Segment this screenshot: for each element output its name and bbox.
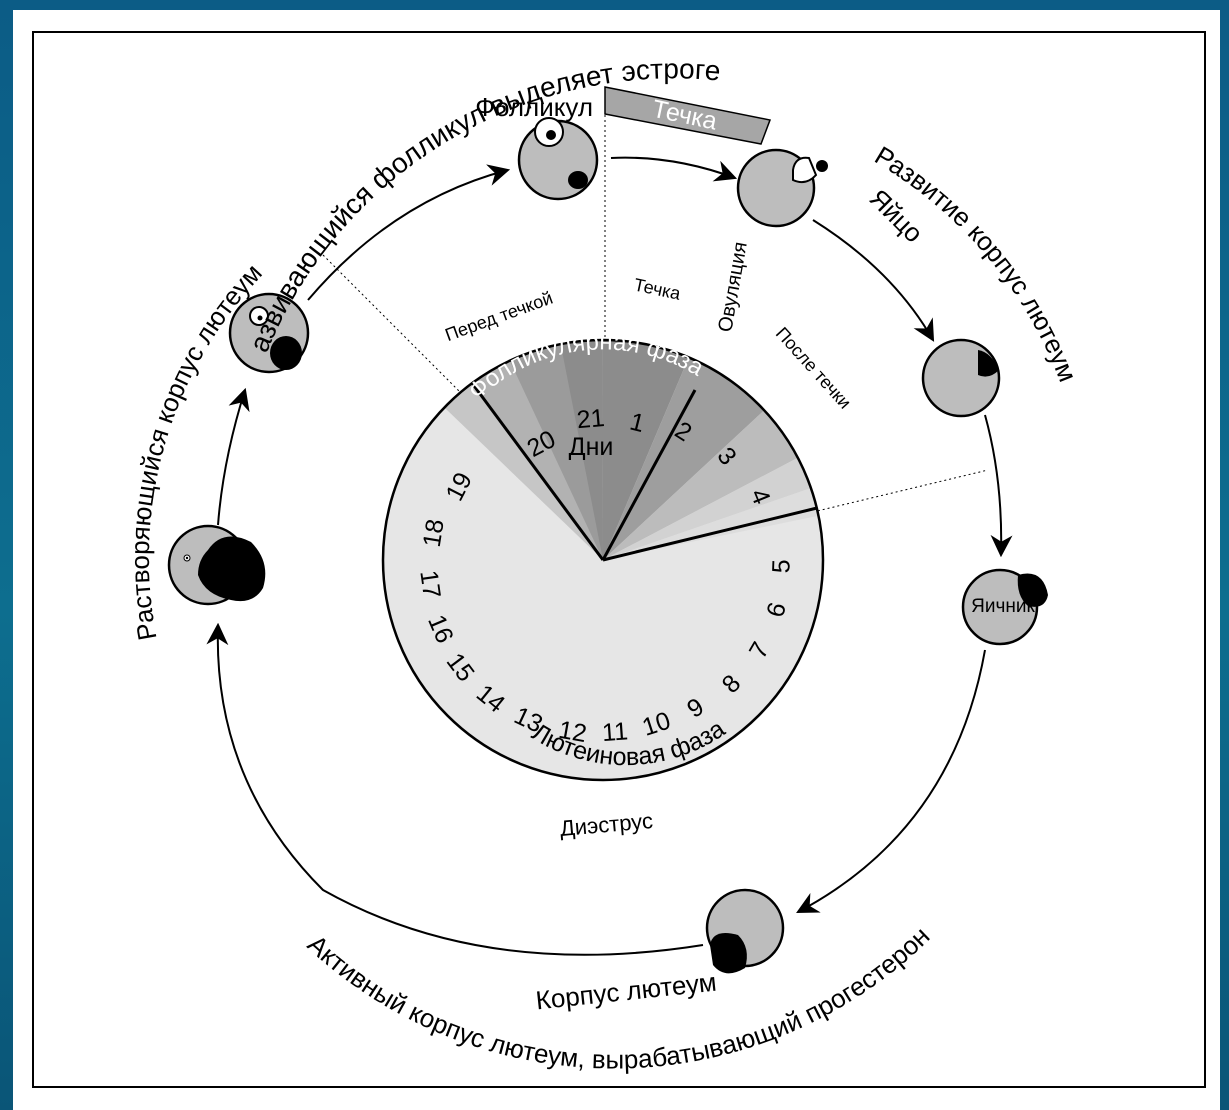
developing-cl-ovary bbox=[921, 338, 1001, 418]
developing-follicle-ovary bbox=[228, 292, 310, 374]
diestrus-label: Диэструс bbox=[559, 808, 654, 841]
boundary-line-c bbox=[602, 506, 818, 562]
day-number-11: 11 bbox=[601, 717, 629, 747]
cycle-pie bbox=[381, 338, 825, 782]
ovulating-ovary bbox=[736, 148, 828, 228]
arrow-to-active-cl bbox=[796, 649, 986, 914]
day-number-12: 12 bbox=[557, 716, 589, 748]
days-label: Дни bbox=[569, 433, 614, 461]
estrous-cycle-diagram: Фолликулярная фаза Лютеиновая фаза Дни 1… bbox=[13, 10, 1206, 1088]
proestrus-label: Перед течкой bbox=[442, 288, 555, 345]
developing-follicle-title: Развивающийся фолликул выделяет эстроген bbox=[13, 10, 722, 356]
estrus-label: Течка bbox=[632, 274, 683, 304]
estrus-sector bbox=[602, 339, 689, 560]
follicle-ovary bbox=[517, 117, 599, 201]
metestrus-sector-b bbox=[603, 457, 811, 560]
arrow-to-developing-cl bbox=[812, 219, 935, 342]
estrus-band: Течка bbox=[604, 86, 772, 145]
day-number-17: 17 bbox=[414, 569, 446, 600]
corpus-luteum-label: Корпус лютеум bbox=[534, 967, 718, 1016]
ovulation-sector bbox=[603, 357, 765, 560]
arrow-to-ovary bbox=[984, 414, 1013, 558]
day-number-21: 21 bbox=[576, 404, 606, 434]
metestrus-sector-c bbox=[603, 488, 818, 560]
follicular-sector-band-4 bbox=[560, 340, 603, 560]
mature-cl-ovary bbox=[961, 568, 1048, 646]
phase-separators bbox=[322, 110, 989, 513]
pie-outline bbox=[381, 338, 825, 782]
day-number-5: 5 bbox=[767, 559, 795, 574]
arrow-to-egg bbox=[610, 156, 738, 182]
ovary-icons bbox=[167, 117, 1048, 974]
boundary-line-b bbox=[601, 389, 697, 561]
figure-frame: Фолликулярная фаза Лютеиновая фаза Дни 1… bbox=[13, 10, 1220, 1110]
boundary-line-a bbox=[470, 382, 605, 561]
cycle-arrows bbox=[206, 156, 1013, 956]
metestrus-label: После течки bbox=[772, 323, 855, 412]
active-cl-ovary bbox=[705, 888, 785, 974]
arrow-to-developing-follicle bbox=[217, 387, 250, 526]
arrow-to-dissolving-cl bbox=[206, 622, 704, 956]
follicle-label: Фолликул bbox=[475, 92, 593, 122]
ovulation-label: Овуляция bbox=[714, 240, 752, 334]
separator-left bbox=[322, 254, 479, 411]
separator-right bbox=[812, 469, 989, 513]
ovary-label: Яичник bbox=[971, 596, 1035, 617]
arrow-to-follicle bbox=[307, 164, 511, 301]
dissolving-cl-ovary bbox=[167, 524, 266, 606]
day-number-18: 18 bbox=[418, 517, 450, 549]
day-number-1: 1 bbox=[627, 408, 647, 439]
metestrus-sector-a bbox=[603, 410, 798, 560]
